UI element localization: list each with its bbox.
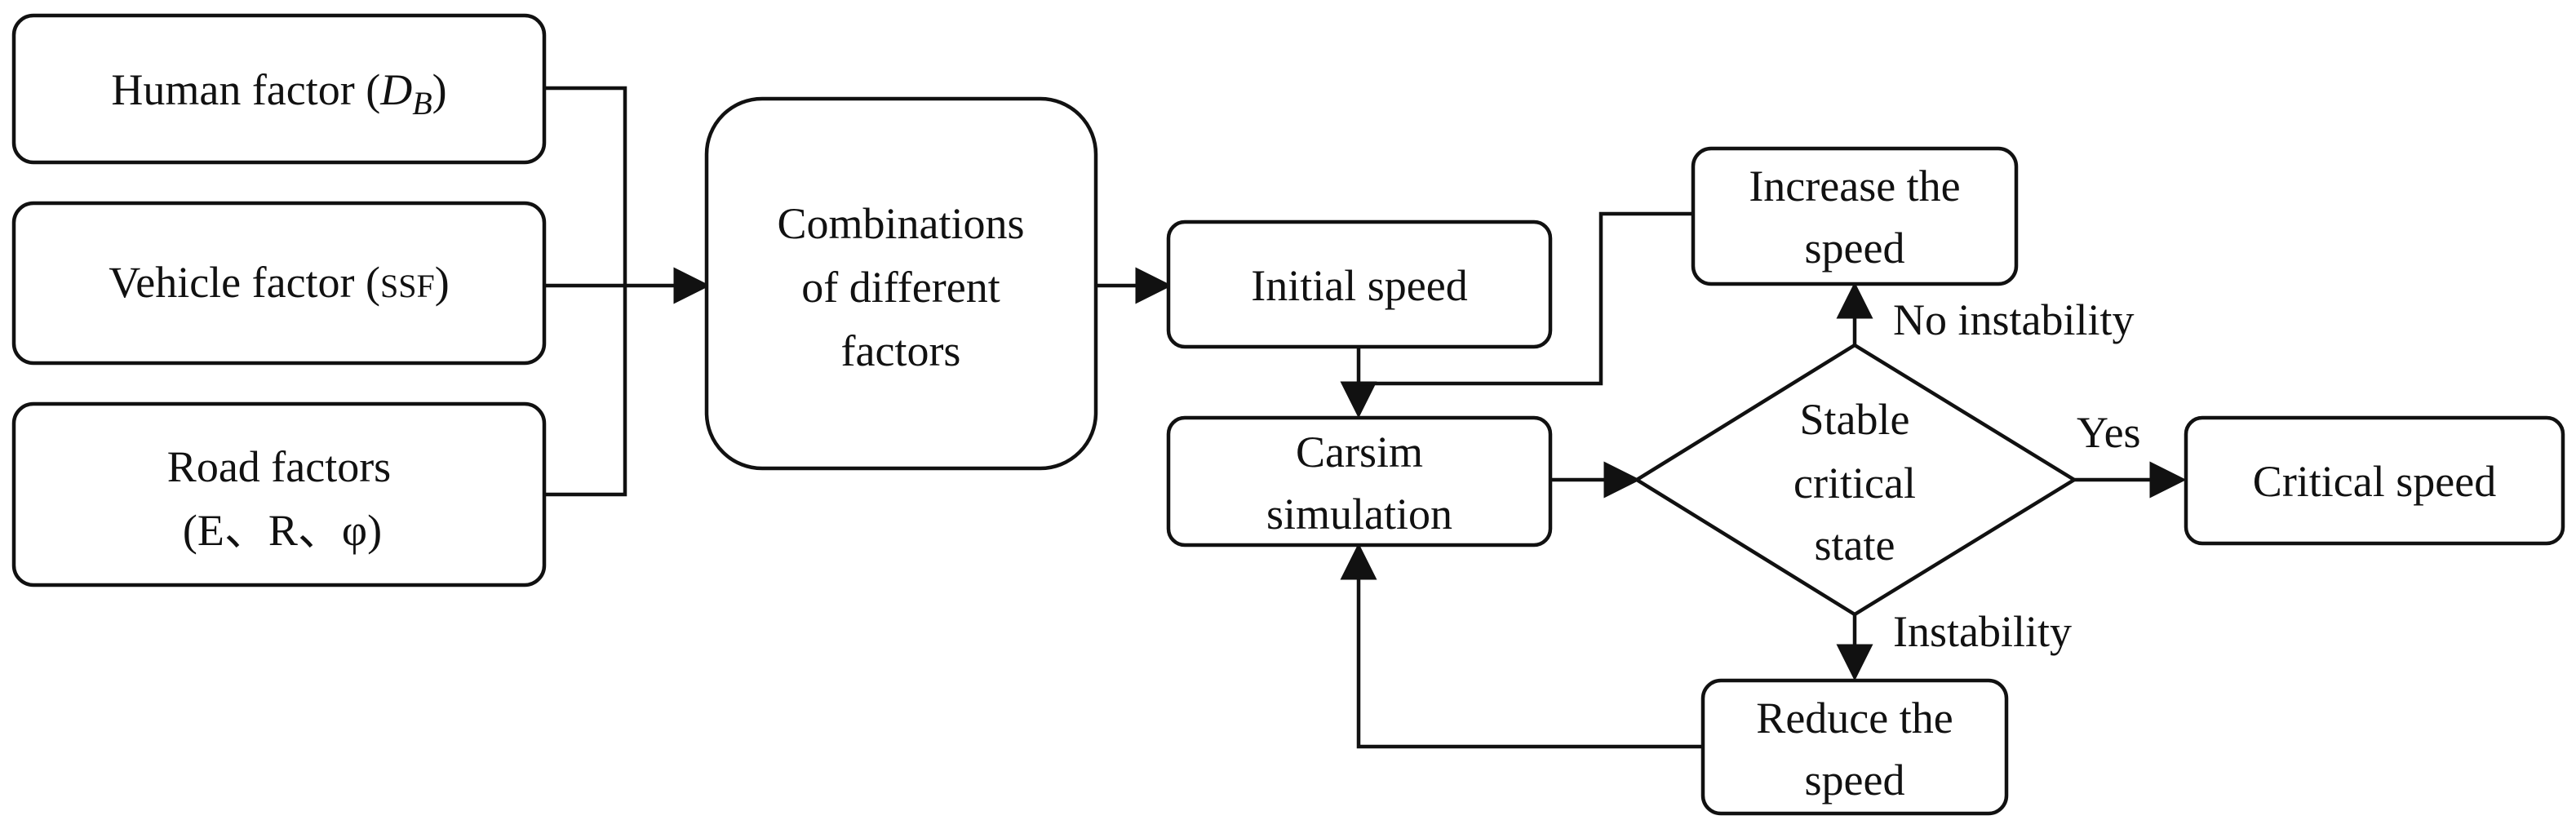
reduce-label-line2: speed [1805,756,1905,805]
critical-speed-box [2184,415,2565,546]
reduce-label-line1: Reduce the [1756,694,1953,743]
connector-human-merge [544,86,627,497]
initial-speed-box [1166,219,1553,349]
combinations-label-line3: factors [841,326,961,375]
stable-label-line2: critical [1793,459,1916,508]
edge-label-no-instability: No instability [1893,295,2135,344]
combinations-label-line1: Combinations [777,199,1024,248]
vehicle-factor-box [11,201,547,366]
human-factor-box [11,13,547,165]
edge-label-instability: Instability [1893,607,2072,656]
arrow-reduce-to-carsim [1340,543,1703,749]
road-factors-label-line1: Road factors [167,442,391,491]
carsim-label-line2: simulation [1266,490,1452,539]
road-factors-label-line2: (E、R、φ) [183,506,382,555]
reduce-speed-box [1700,678,2009,816]
carsim-simulation-box [1166,415,1553,547]
combinations-box [704,96,1098,471]
increase-speed-box [1691,146,2019,286]
increase-label-line2: speed [1805,224,1905,273]
human-factor-label: Human factor (DB) [111,65,446,122]
stable-label-line1: Stable [1800,395,1910,444]
increase-label-line1: Increase the [1749,162,1960,211]
initial-speed-label: Initial speed [1251,261,1467,310]
stable-critical-state-decision [1633,343,2078,617]
road-factors-box [11,401,547,587]
combinations-label-line2: of different [801,263,1000,312]
carsim-label-line1: Carsim [1296,428,1423,477]
connector-increase-to-carsim [1359,211,1693,386]
vehicle-factor-label: Vehicle factor (SSF) [109,258,450,307]
stable-label-line3: state [1815,521,1895,570]
critical-speed-label: Critical speed [2253,457,2496,506]
edge-label-yes: Yes [2077,408,2141,457]
